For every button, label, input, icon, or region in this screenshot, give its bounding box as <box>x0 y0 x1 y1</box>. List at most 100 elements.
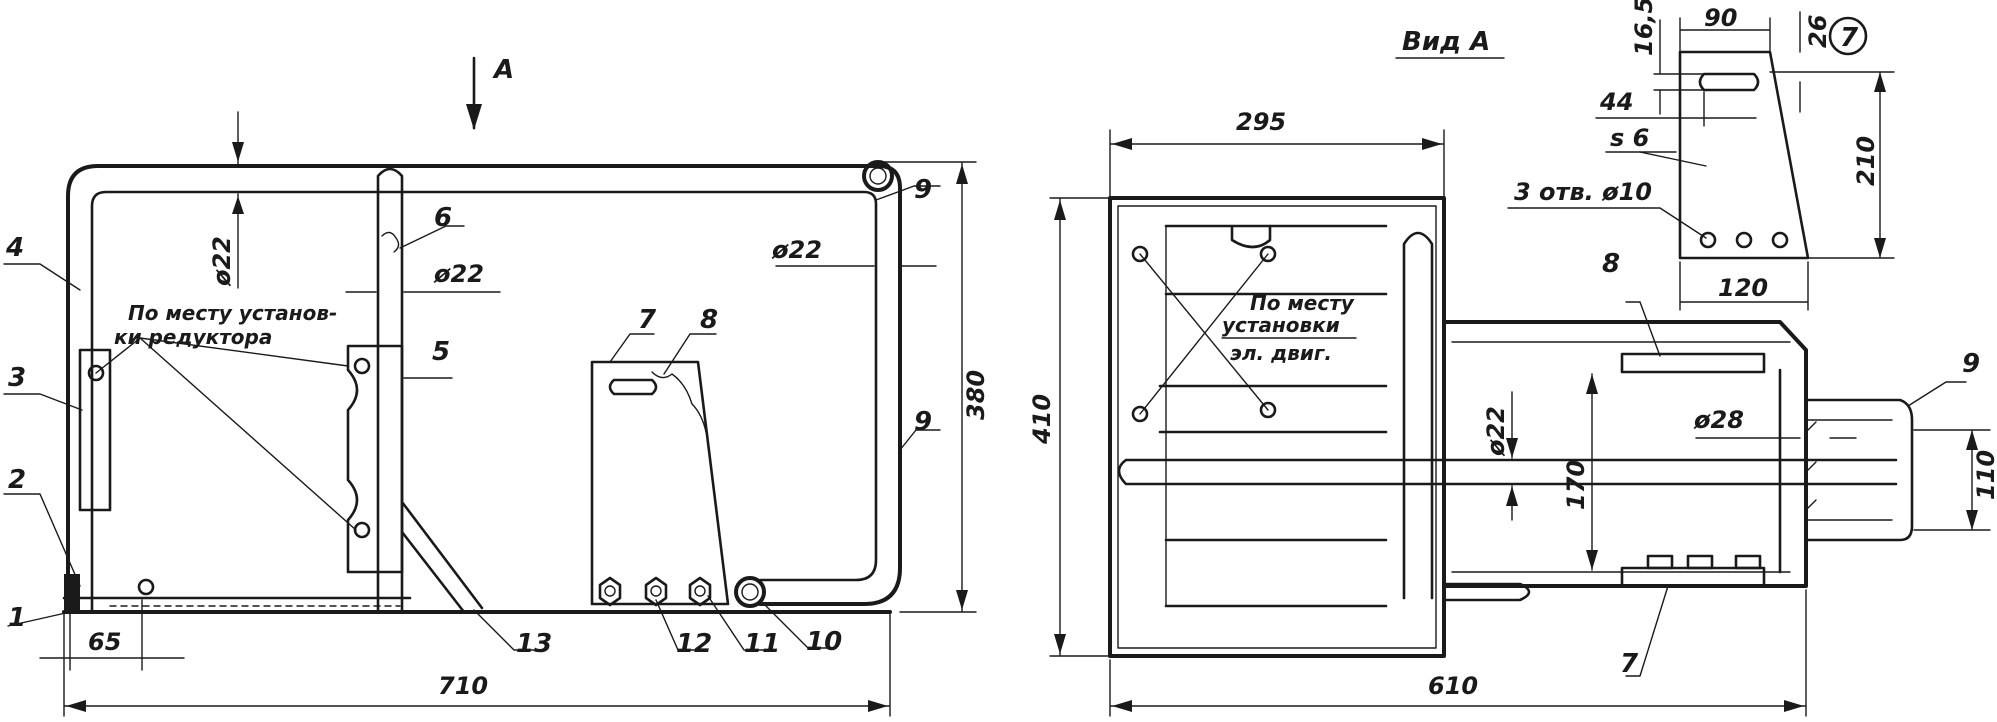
callout-1: 1 <box>8 603 26 633</box>
dim-line <box>63 613 891 717</box>
long-tube <box>1117 458 1898 486</box>
bolt-row <box>1646 554 1762 570</box>
callout-2: 2 <box>8 465 26 495</box>
callout-11: 11 <box>744 629 780 659</box>
callouts: 1 2 3 4 5 6 7 8 9 9 10 11 12 13 <box>3 175 941 659</box>
hole <box>137 578 155 596</box>
callout-4: 4 <box>5 233 24 263</box>
flange <box>1804 398 1914 542</box>
dim-bottom-w: 120 <box>1718 274 1768 302</box>
frame-tube-inner <box>90 190 878 614</box>
detail-circle <box>1828 16 1868 56</box>
plate-notch <box>1230 224 1272 249</box>
detail-slot <box>1698 72 1760 92</box>
dim-slot-x: 44 <box>1599 88 1633 116</box>
view-arrowhead <box>466 104 482 130</box>
dim-line <box>1109 589 1807 717</box>
note-line-1: По месту <box>1250 291 1355 315</box>
detail-hole <box>1735 231 1753 249</box>
extension-inner <box>1451 341 1791 573</box>
detail-hole <box>1699 231 1717 249</box>
plate-bottom <box>1164 538 1388 608</box>
bracket-7 <box>1620 566 1766 588</box>
main-frame <box>1108 196 1446 658</box>
corner-ring <box>862 160 894 192</box>
main-frame-inner <box>1117 205 1437 649</box>
hole <box>87 364 105 382</box>
tube-6 <box>376 167 404 614</box>
flange-slot <box>1805 419 1893 521</box>
vertical-tube <box>1402 231 1434 600</box>
dim-flange: 110 <box>1972 450 1997 500</box>
plate-slot <box>608 378 658 396</box>
left-view: A ø22 ø22 ø22 380 65 710 По месту устано… <box>3 55 990 717</box>
rod <box>1442 582 1531 602</box>
dim-height: 410 <box>1028 394 1056 445</box>
dim-length: 710 <box>438 672 488 700</box>
dim-line <box>1595 91 1757 127</box>
strut-13 <box>400 500 484 614</box>
dim-height: 210 <box>1852 136 1880 186</box>
thickness-label: s 6 <box>1610 124 1649 152</box>
note-line-3: эл. двиг. <box>1230 341 1332 365</box>
dim-line <box>1679 17 1771 53</box>
thickness-leader <box>1639 151 1707 167</box>
motor-plate <box>590 360 730 606</box>
note-line-2: ки редуктора <box>114 325 272 349</box>
callout-10: 10 <box>806 627 842 657</box>
dim-line <box>1049 197 1109 657</box>
arrow-label: A <box>492 55 514 85</box>
flange-hatch <box>1807 421 1817 509</box>
note-leader <box>95 337 357 531</box>
callout-7: 7 <box>638 305 657 335</box>
plate-top <box>1164 224 1388 296</box>
base-foot <box>64 574 80 614</box>
detail-hole <box>1771 231 1789 249</box>
callout-12: 12 <box>676 629 712 659</box>
motor-holes <box>1131 245 1277 423</box>
ring-10 <box>734 576 766 608</box>
hole <box>353 521 371 539</box>
note-line-1: По месту установ- <box>128 301 337 325</box>
callout-8: 8 <box>1602 249 1620 279</box>
callout-6: 6 <box>434 203 452 233</box>
callout-3: 3 <box>8 363 26 393</box>
callout-9: 9 <box>1962 349 1980 379</box>
plate-mid <box>1158 384 1388 434</box>
nut-row <box>598 576 712 607</box>
callout-9a: 9 <box>914 175 932 205</box>
dim-tube-vertical: ø22 <box>433 260 484 288</box>
dim-height: 380 <box>962 370 990 420</box>
dim-line <box>1653 19 1705 115</box>
bracket-8 <box>1620 352 1766 374</box>
dim-tube-right: ø22 <box>771 236 822 264</box>
dim-width-top: 295 <box>1236 108 1286 136</box>
detail-number: 7 <box>1840 23 1859 53</box>
dim-line <box>879 161 977 613</box>
corner-ring-inner <box>869 167 887 185</box>
callout-7: 7 <box>1620 649 1639 679</box>
hole <box>353 357 371 375</box>
note-line-2: установки <box>1222 313 1340 337</box>
holes-label: 3 отв. ø10 <box>1514 178 1652 206</box>
tube-6-break <box>381 231 400 253</box>
dim-tube: ø22 <box>1482 406 1510 457</box>
dim-offset: 65 <box>88 628 121 656</box>
plate-break <box>651 371 707 433</box>
dim-inner: 170 <box>1562 460 1590 510</box>
bracket-3 <box>78 348 112 512</box>
callout-5: 5 <box>432 337 450 367</box>
dim-top-w: 90 <box>1704 4 1737 32</box>
callout-8: 8 <box>700 305 718 335</box>
holes-underline <box>1507 207 1707 239</box>
view-label: Вид А <box>1402 27 1490 57</box>
dim-line <box>1769 71 1895 259</box>
right-view: Вид А По месту установки эл. двиг. <box>1028 27 1997 717</box>
dim-length: 610 <box>1428 672 1478 700</box>
plate-5 <box>346 344 404 574</box>
callout-9b: 9 <box>914 407 932 437</box>
detail-view: 7 16,5 90 26 44 210 120 s 6 3 отв. ø10 <box>1507 0 1895 311</box>
dim-shaft: ø28 <box>1693 406 1744 434</box>
